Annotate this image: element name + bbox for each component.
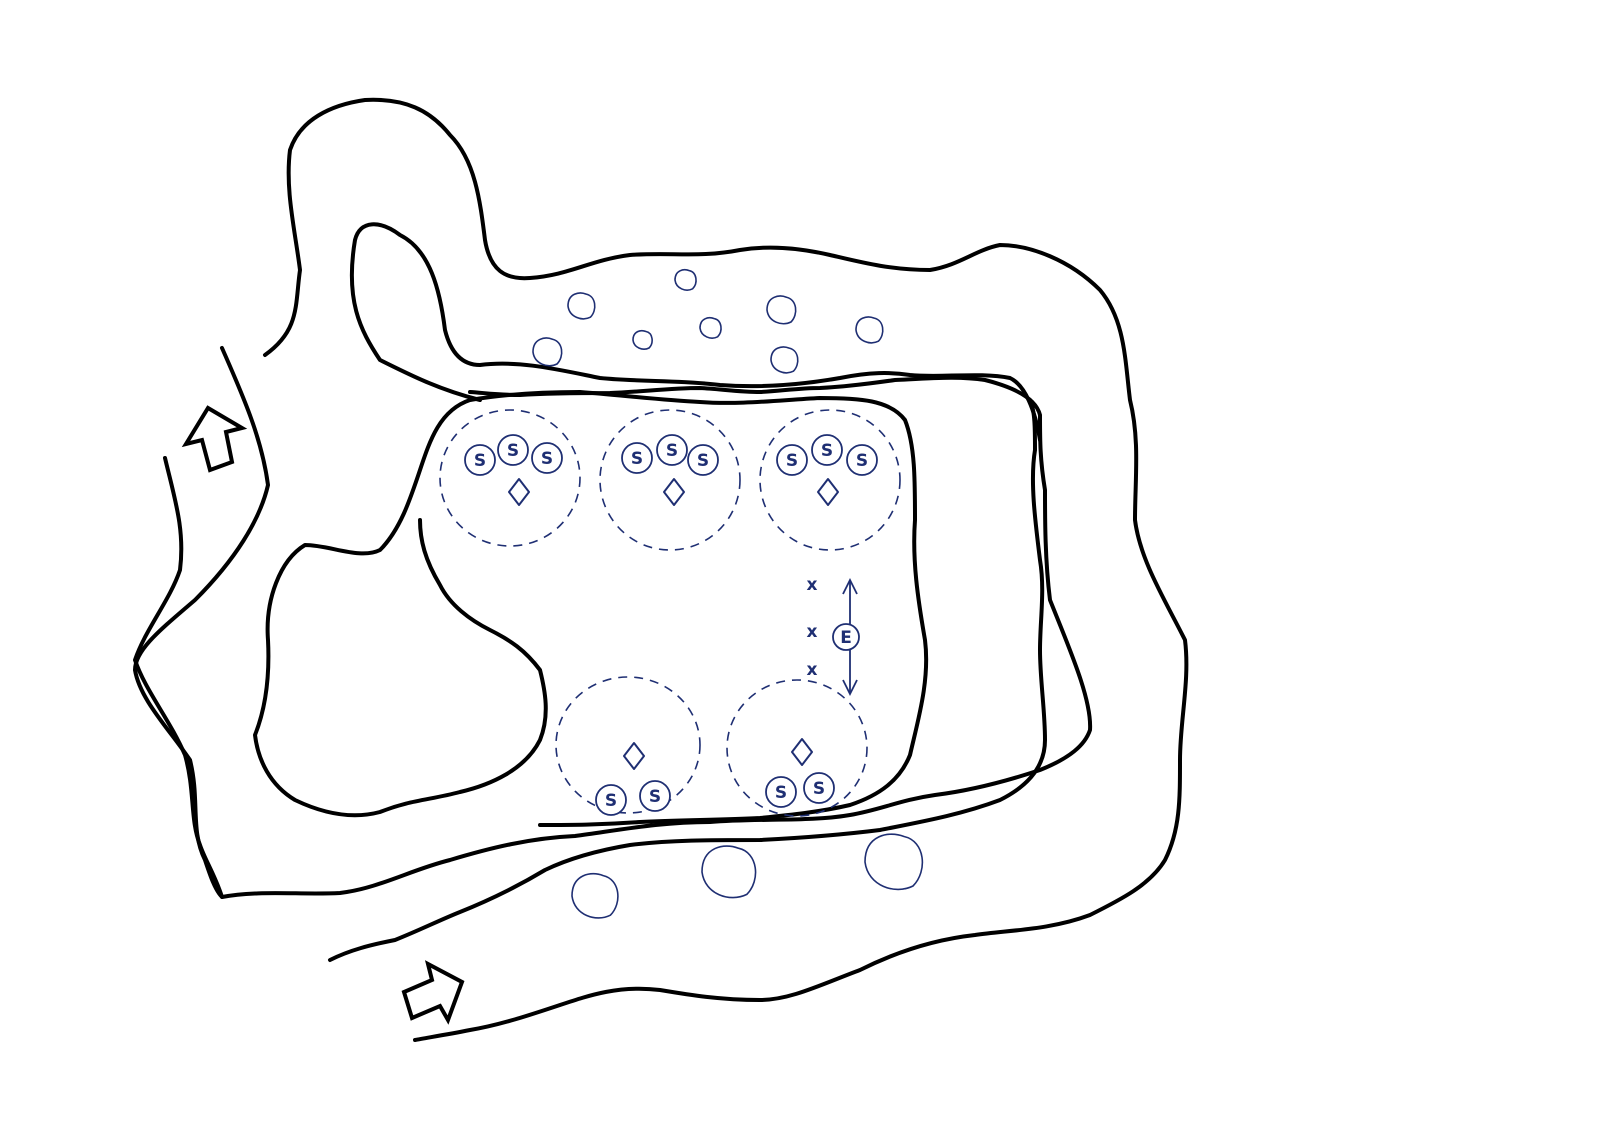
patrol-stop-x: x (807, 622, 818, 642)
rock-icon (571, 872, 619, 919)
patrol-arrow-up-icon (842, 577, 858, 595)
diamond-icon[interactable] (623, 742, 645, 770)
spawn-label: S (786, 451, 798, 471)
spawn-zone-boundary (759, 409, 901, 551)
enemy-ring[interactable] (832, 623, 860, 651)
entrance-right-arrow-icon[interactable] (401, 960, 465, 1025)
spawn-label: S (697, 451, 709, 471)
chamber-wall (253, 398, 548, 818)
spawn-label: S (605, 791, 617, 811)
outer-wall-right (133, 456, 224, 899)
circled-s-icon[interactable] (464, 444, 496, 476)
rock-outline (770, 346, 799, 374)
rock-outline (632, 329, 653, 350)
circled-s-icon[interactable] (531, 442, 563, 474)
rock-outline (567, 292, 596, 320)
circled-s-icon[interactable] (656, 434, 688, 466)
circled-s-icon[interactable] (497, 434, 529, 466)
diamond-icon[interactable] (663, 478, 685, 506)
rock-icon (864, 833, 924, 891)
rock-outline (766, 295, 797, 325)
diamond-icon[interactable] (791, 738, 813, 766)
rock-icon (567, 292, 596, 320)
rock-outline (864, 833, 924, 891)
rock-outline (571, 872, 619, 919)
circled-s-icon[interactable] (687, 444, 719, 476)
spawn-label: S (507, 441, 519, 461)
diamond-icon[interactable] (817, 478, 839, 506)
spawn-zone-boundary (555, 676, 701, 814)
circled-s-icon[interactable] (803, 772, 835, 804)
circled-s-icon[interactable] (846, 444, 878, 476)
circled-s-icon[interactable] (811, 434, 843, 466)
rock-outline (532, 337, 563, 367)
rock-icon (701, 845, 757, 899)
rock-icon (674, 268, 697, 291)
rock-icon (855, 316, 884, 344)
rock-icon (699, 316, 722, 339)
rock-obstacles (532, 268, 924, 919)
upper-corridor-outer (263, 97, 1189, 1042)
spawn-zone-boundary (439, 409, 581, 547)
spawn-label: S (666, 441, 678, 461)
circled-s-icon[interactable] (621, 442, 653, 474)
patrol-stop-x: x (807, 660, 818, 680)
diamond-icon[interactable] (508, 478, 530, 506)
rock-icon (770, 346, 799, 374)
spawn-label: S (649, 787, 661, 807)
entrances (181, 405, 465, 1025)
spawn-label: S (631, 449, 643, 469)
circled-s-icon[interactable] (595, 784, 627, 816)
spawn-label: S (775, 783, 787, 803)
rock-icon (632, 329, 653, 350)
spawn-zone-boundary (726, 679, 868, 817)
circled-s-icon[interactable] (639, 780, 671, 812)
rock-icon (766, 295, 797, 325)
spawn-label: S (821, 441, 833, 461)
rock-outline (701, 845, 757, 899)
rock-outline (674, 268, 697, 291)
circled-s-icon[interactable] (765, 776, 797, 808)
spawn-label: S (474, 451, 486, 471)
spawn-label: S (541, 449, 553, 469)
spawn-label: S (813, 779, 825, 799)
rock-icon (532, 337, 563, 367)
cave-walls (133, 97, 1189, 1042)
spawn-zone-boundary (599, 409, 741, 551)
patrol-stop-x: x (807, 575, 818, 595)
lower-corridor-inner (328, 398, 1047, 962)
entrance-up-arrow-icon[interactable] (181, 405, 248, 473)
patrol-arrow-down-icon (842, 679, 858, 697)
central-chamber (468, 390, 929, 827)
spawn-label: S (856, 451, 868, 471)
enemy-patrol: E x x x (807, 575, 860, 697)
circled-s-icon[interactable] (776, 444, 808, 476)
enemy-label: E (840, 628, 852, 648)
rock-outline (855, 316, 884, 344)
rock-outline (699, 316, 722, 339)
inner-wall-loop (349, 222, 1042, 442)
